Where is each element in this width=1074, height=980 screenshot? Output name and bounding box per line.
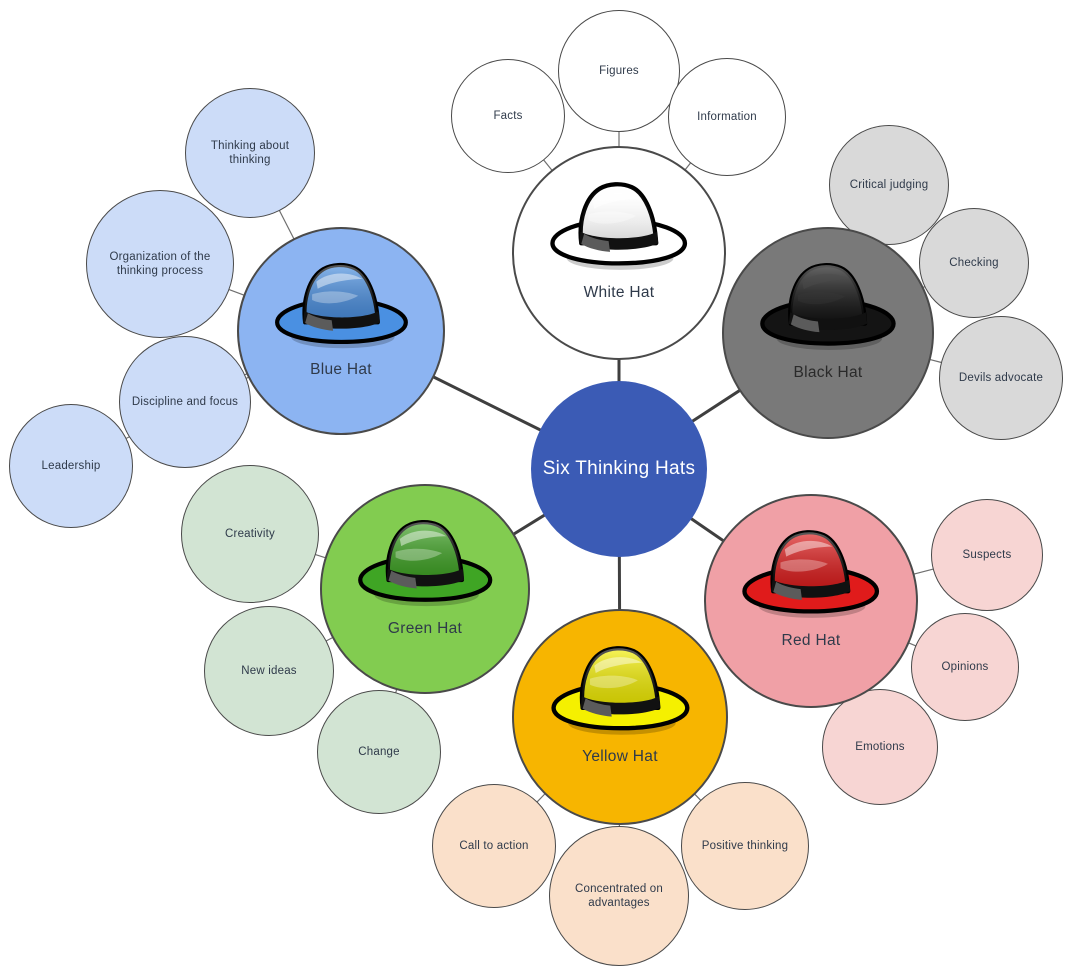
edge-yellow-satellite-0 [536, 793, 546, 803]
edge-green-satellite-1 [325, 637, 333, 642]
satellite-blue-3-label: Leadership [41, 459, 101, 472]
satellite-green-1-label: New ideas [241, 664, 297, 677]
node-green-label: Green Hat [387, 619, 463, 637]
node-green[interactable]: Green Hat [320, 484, 530, 694]
satellite-white-1[interactable]: Figures [558, 10, 680, 132]
node-blue[interactable]: Blue Hat [237, 227, 445, 435]
satellite-yellow-1-label: Concentrated on advantages [574, 882, 664, 909]
fedora-hat-icon [541, 177, 696, 278]
satellite-black-2[interactable]: Devils advocate [939, 316, 1063, 440]
satellite-blue-2-label: Discipline and focus [131, 395, 239, 408]
node-red[interactable]: Red Hat [704, 494, 918, 708]
satellite-black-1[interactable]: Checking [919, 208, 1029, 318]
satellite-black-0-label: Critical judging [849, 178, 929, 191]
edge-green-satellite-0 [315, 554, 326, 559]
satellite-red-1[interactable]: Opinions [911, 613, 1019, 721]
edge-red-satellite-0 [913, 568, 934, 575]
satellite-white-2-label: Information [697, 110, 757, 123]
satellite-green-2[interactable]: Change [317, 690, 441, 814]
node-yellow[interactable]: Yellow Hat [512, 609, 728, 825]
edge-center-red [690, 517, 725, 542]
fedora-hat-icon [542, 641, 699, 743]
satellite-red-2[interactable]: Emotions [822, 689, 938, 805]
fedora-hat-icon [751, 258, 905, 358]
edge-white-satellite-0 [543, 159, 553, 171]
edge-black-satellite-2 [929, 359, 942, 363]
satellite-red-2-label: Emotions [855, 740, 905, 753]
satellite-white-0[interactable]: Facts [451, 59, 565, 173]
edge-center-blue [432, 375, 542, 432]
satellite-red-1-label: Opinions [941, 660, 989, 673]
satellite-green-2-label: Change [358, 745, 400, 758]
satellite-white-2[interactable]: Information [668, 58, 786, 176]
edge-white-satellite-2 [684, 162, 691, 170]
satellite-blue-0-label: Thinking about thinking [210, 139, 290, 166]
center-node[interactable]: Six Thinking Hats [531, 381, 707, 557]
node-black-label: Black Hat [793, 363, 863, 381]
center-node-label: Six Thinking Hats [542, 458, 696, 480]
node-red-label: Red Hat [781, 632, 841, 650]
satellite-yellow-2-label: Positive thinking [701, 839, 789, 852]
satellite-black-0[interactable]: Critical judging [829, 125, 949, 245]
edge-blue-satellite-0 [278, 210, 295, 239]
node-blue-label: Blue Hat [310, 361, 372, 379]
satellite-blue-1-label: Organization of the thinking process [109, 250, 211, 277]
satellite-blue-1[interactable]: Organization of the thinking process [86, 190, 234, 338]
satellite-red-0-label: Suspects [962, 548, 1012, 561]
satellite-yellow-0-label: Call to action [459, 839, 529, 852]
satellite-white-0-label: Facts [493, 109, 523, 122]
satellite-green-1[interactable]: New ideas [204, 606, 334, 736]
fedora-hat-icon [733, 525, 888, 626]
edge-center-black [691, 389, 741, 423]
node-yellow-label: Yellow Hat [582, 748, 658, 766]
node-black[interactable]: Black Hat [722, 227, 934, 439]
edge-center-green [512, 513, 546, 536]
fedora-hat-icon [266, 258, 417, 356]
satellite-yellow-2[interactable]: Positive thinking [681, 782, 809, 910]
satellite-white-1-label: Figures [599, 64, 639, 77]
node-white[interactable]: White Hat [512, 146, 726, 360]
satellite-blue-3[interactable]: Leadership [9, 404, 133, 528]
satellite-red-0[interactable]: Suspects [931, 499, 1043, 611]
satellite-black-2-label: Devils advocate [958, 371, 1044, 384]
satellite-yellow-0[interactable]: Call to action [432, 784, 556, 908]
fedora-hat-icon [349, 515, 501, 614]
satellite-blue-2[interactable]: Discipline and focus [119, 336, 251, 468]
satellite-black-1-label: Checking [949, 256, 999, 269]
node-white-label: White Hat [583, 284, 655, 302]
satellite-blue-0[interactable]: Thinking about thinking [185, 88, 315, 218]
satellite-yellow-1[interactable]: Concentrated on advantages [549, 826, 689, 966]
satellite-green-0-label: Creativity [225, 527, 275, 540]
edge-blue-satellite-1 [228, 289, 245, 296]
satellite-green-0[interactable]: Creativity [181, 465, 319, 603]
